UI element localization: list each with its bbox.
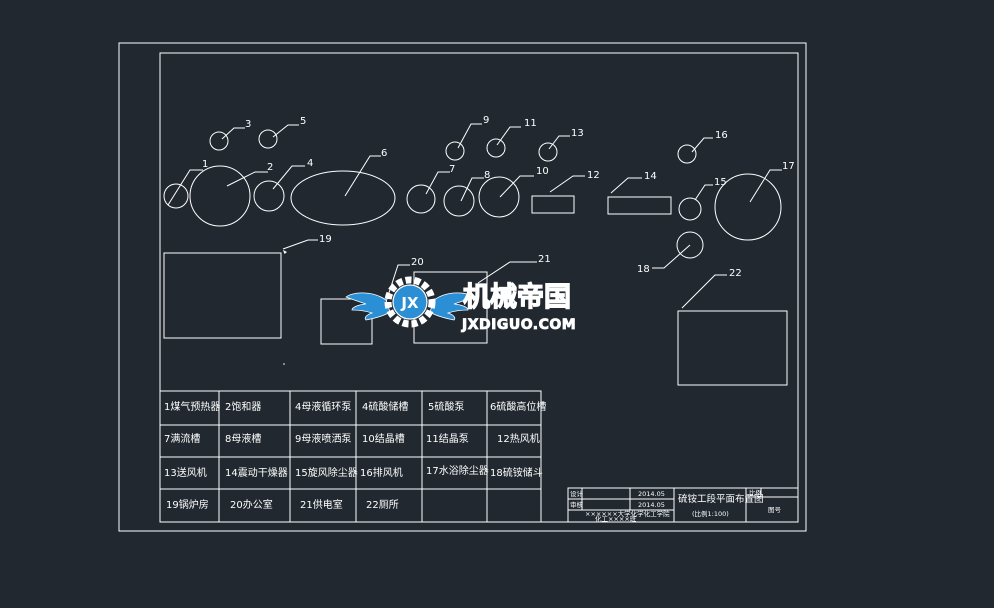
equipment-16-label: 16 [715,130,728,141]
equipment-15-shape [678,197,702,221]
legend-entry: 21供电室 [300,498,343,511]
equipment-20-shape [320,298,373,345]
school-name: ××××××大学化学化工学院 [585,509,670,518]
right-wing-shape [429,292,475,321]
logo-domain: JXDIGUO.COM [461,317,576,333]
review-label: 审核 [570,500,584,509]
review-date: 2014.05 [638,501,665,509]
equipment-9-shape [445,141,465,161]
logo-badge: JX [400,294,419,312]
equipment-19-shape [163,252,282,339]
left-wing-shape [345,292,391,321]
equipment-17-label: 17 [782,161,795,172]
leader-lines [167,123,782,309]
equipment-4-shape [253,180,285,212]
equipment-2-shape [189,165,251,227]
equipment-22-shape [677,310,788,386]
legend-entry: 6硫酸高位槽 [490,400,546,413]
equipment-14-shape [607,196,672,215]
design-date: 2014.05 [638,490,665,498]
equipment-13-shape [538,142,558,162]
legend-entry: 19锅炉房 [166,498,209,511]
legend-entry: 1煤气预热器 [164,400,220,413]
equipment-8-shape [443,185,475,217]
equipment-4-label: 4 [307,158,313,169]
class-name: 化工××××班 [595,514,637,523]
legend-entry: 20办公室 [230,498,273,511]
stray-point [283,363,285,365]
equipment-13-label: 13 [571,128,584,139]
design-label: 设计 [570,489,584,498]
legend-table [159,390,542,523]
equipment-6-label: 6 [381,148,387,159]
equipment-17-shape [714,173,782,241]
equipment-6-shape [290,170,396,226]
legend-entry: 18硫铵储斗 [490,466,543,479]
equipment-10-label: 10 [536,166,549,177]
equipment-3-shape [209,131,229,151]
equipment-7-shape [406,184,436,214]
equipment-12-label: 12 [587,170,600,181]
equipment-2-label: 2 [267,162,273,173]
legend-entry: 22厕所 [366,499,399,511]
equipment-21-label: 21 [538,254,551,265]
logo-name: 机械帝国 [463,281,571,313]
equipment-5-shape [258,129,278,149]
equipment-18-shape [676,231,704,259]
equipment-labels: 1 2 3 4 5 6 7 8 9 10 11 12 13 14 15 16 1… [202,115,795,279]
equipment-3-label: 3 [245,119,251,130]
equipment-layout [163,129,788,386]
legend-entry: 14震动干燥器 [225,467,288,479]
watermark-logo: JX 机械帝国 JXDIGUO.COM [345,276,576,333]
legend-entry: 4母液循环泵 [295,400,351,413]
legend-entry: 4硫酸储槽 [362,400,408,413]
legend-entry: 13送风机 [164,466,207,479]
gear-icon [384,276,436,328]
equipment-5-label: 5 [300,116,306,127]
equipment-1-label: 1 [202,159,208,170]
drawing-title: 硫铵工段平面布置图 [678,493,764,505]
legend-entry: 12热风机 [497,432,540,445]
legend-entry: 5硫酸泵 [428,400,464,413]
title-block [567,487,799,523]
legend-entry: 11结晶泵 [426,432,469,445]
equipment-20-label: 20 [411,257,424,268]
equipment-9-label: 9 [483,115,489,126]
legend-entry: 10结晶槽 [362,432,405,445]
equipment-22-label: 22 [729,268,742,279]
legend-entry: 17水浴除尘器 [426,464,489,477]
equipment-12-shape [531,195,575,214]
equipment-1-shape [163,183,189,209]
title-block-text: 设计 审核 2014.05 2014.05 ××××××大学化学化工学院 化工×… [570,488,782,523]
equipment-10-shape [478,176,520,218]
legend-entry: 15旋风除尘器 [295,466,358,479]
equipment-19-label: 19 [319,234,332,245]
equipment-11-label: 11 [524,118,537,129]
legend-entry: 2饱和器 [225,401,261,413]
drawing-note: (比例1:100) [692,509,729,518]
legend-entry: 16排风机 [360,466,403,479]
sheet-outer-border [118,42,807,532]
equipment-14-label: 14 [644,171,657,182]
equipment-11-shape [486,138,506,158]
legend-entries: 1煤气预热器 2饱和器 4母液循环泵 4硫酸储槽 5硫酸泵 6硫酸高位槽 7满流… [164,400,546,511]
equipment-8-label: 8 [484,170,490,181]
legend-entry: 8母液槽 [225,432,261,445]
equipment-18-label: 18 [637,264,650,275]
equipment-15-label: 15 [714,177,727,188]
legend-entry: 9母液喷洒泵 [295,432,351,445]
sheet-label: 图号 [768,506,782,514]
scale-label: 比例 [749,488,762,497]
equipment-16-shape [677,144,697,164]
equipment-7-label: 7 [449,164,455,175]
legend-entry: 7满流槽 [164,432,200,445]
